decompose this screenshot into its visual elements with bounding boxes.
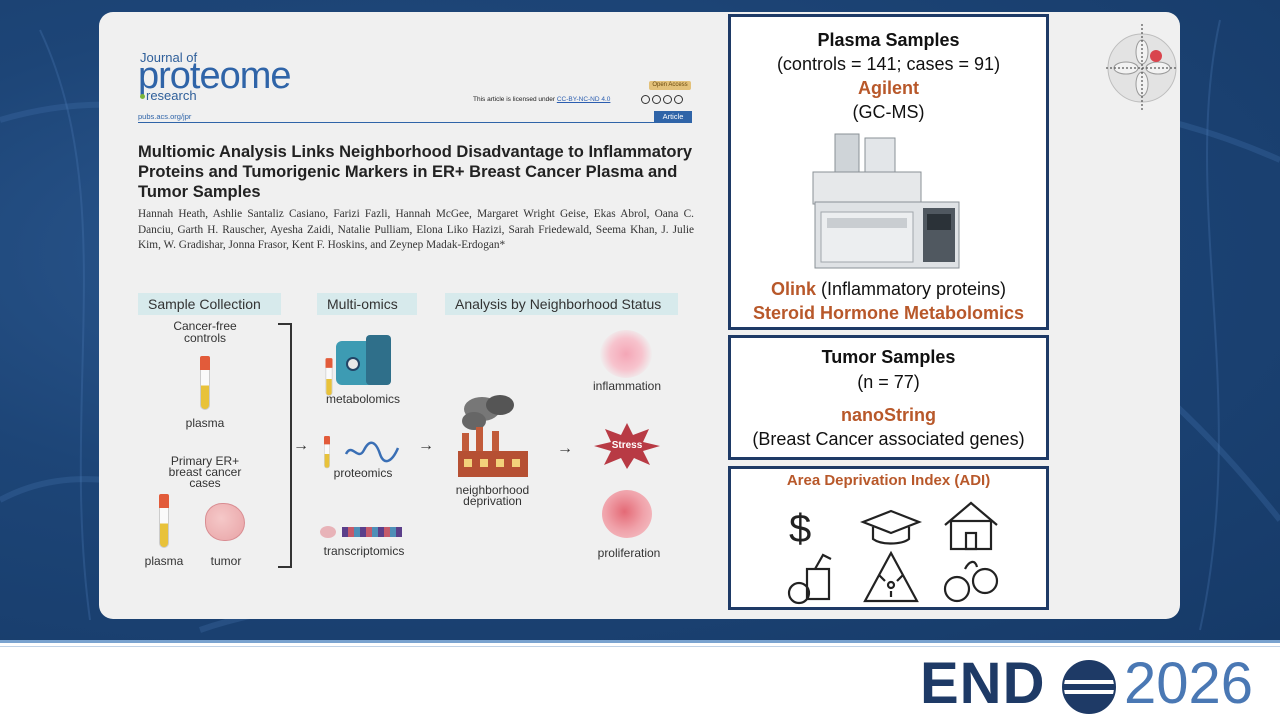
license-prefix: This article is licensed under (473, 96, 556, 103)
proliferation-icon (602, 490, 652, 538)
dna-strip-icon (342, 527, 402, 537)
license-link[interactable]: CC-BY-NC-ND 4.0 (556, 96, 611, 103)
mass-spec-icon (336, 335, 391, 387)
radiation-icon (863, 550, 919, 603)
journal-dot-icon (140, 94, 145, 100)
tumor-desc: (Breast Cancer associated genes) (752, 429, 1025, 449)
sample-bracket (278, 323, 292, 568)
by-icon (652, 95, 661, 104)
adi-title: Area Deprivation Index (ADI) (786, 472, 991, 489)
footer-rule (0, 640, 1280, 643)
handcuffs-icon (943, 560, 999, 603)
tumor-vendor: nanoString (841, 405, 936, 425)
year-text: 2026 (1124, 651, 1254, 716)
tumor-icon (205, 503, 245, 541)
gc-ms-instrument-icon (812, 133, 960, 269)
inflammation-label: inflammation (592, 379, 662, 393)
arrow-icon-3: → (557, 440, 573, 457)
paper-title: Multiomic Analysis Links Neighborhood Di… (138, 143, 693, 201)
plasma-tube-icon (200, 356, 210, 410)
header-multi-omics: Multi-omics (317, 293, 417, 315)
arrow-icon: → (293, 437, 309, 454)
proteomics-tube-icon (324, 436, 330, 469)
deprivation-label-2: deprivation (463, 494, 522, 508)
metabolomics-tube-icon (325, 358, 333, 396)
plasma-tube-icon-2 (159, 494, 169, 548)
tumor-title: Tumor Samples (821, 347, 956, 367)
plasma-counts: (controls = 141; cases = 91) (776, 54, 1001, 74)
house-icon (944, 501, 998, 551)
header-sample-collection: Sample Collection (138, 293, 281, 315)
adi-box: Area Deprivation Index (ADI) $ (728, 466, 1049, 610)
transcriptomics-label: transcriptomics (323, 544, 405, 558)
plasma-method: (GC-MS) (852, 102, 925, 122)
journal-sub: research (140, 88, 197, 103)
plasma-label: plasma (185, 416, 225, 430)
header-analysis: Analysis by Neighborhood Status (445, 293, 678, 315)
open-access-badge: Open Access (649, 81, 691, 90)
journal-url[interactable]: pubs.acs.org/jpr (138, 112, 192, 121)
olink-desc: (Inflammatory proteins) (815, 279, 1007, 299)
olink-name: Olink (770, 279, 816, 299)
stress-burst-icon (594, 423, 660, 469)
cell-icon (320, 526, 336, 538)
corner-logo-icon (1106, 24, 1178, 112)
graduation-cap-icon (859, 509, 923, 545)
deprivation-label-1: neighborhood (455, 483, 530, 497)
proliferation-label: proliferation (597, 546, 661, 560)
protein-icon (344, 441, 400, 463)
inflammation-icon (600, 330, 652, 378)
endo-logo-text: END (920, 651, 1046, 716)
plasma-samples-box: Plasma Samples (controls = 141; cases = … (728, 14, 1049, 330)
food-icon (787, 553, 832, 605)
journal-sub-text: research (146, 88, 197, 103)
tumor-label: tumor (210, 554, 242, 568)
tumor-samples-box: Tumor Samples (n = 77) nanoString (Breas… (728, 335, 1049, 460)
arrow-icon-2: → (418, 437, 434, 454)
license-text: This article is licensed under CC-BY-NC-… (473, 96, 610, 103)
steroid-metabolomics: Steroid Hormone Metabolomics (752, 303, 1025, 323)
factory-icon (458, 395, 528, 477)
tumor-count: (n = 77) (857, 372, 920, 392)
metabolomics-label: metabolomics (325, 392, 401, 406)
cc-icon (641, 95, 650, 104)
journal-url-bar: pubs.acs.org/jpr Article (138, 111, 692, 123)
adi-icon-grid: $ (787, 501, 999, 605)
footer-rule-thin (0, 646, 1280, 647)
cases-label-2: breast cancer (168, 465, 242, 479)
proteomics-label: proteomics (333, 466, 393, 480)
plasma-vendor: Agilent (858, 78, 919, 98)
olink-line: Olink (Inflammatory proteins) (731, 279, 1046, 300)
cases-label-3: cases (189, 476, 221, 490)
endo-globe-icon (1062, 660, 1116, 714)
plasma-label-2: plasma (144, 554, 184, 568)
nd-icon (674, 95, 683, 104)
paper-authors: Hannah Heath, Ashlie Santaliz Casiano, F… (138, 208, 694, 251)
nc-icon (663, 95, 672, 104)
plasma-title: Plasma Samples (817, 30, 960, 50)
stress-label: Stress (611, 440, 643, 451)
controls-label-1: Cancer-free (173, 319, 237, 333)
cases-label-1: Primary ER+ (170, 454, 240, 468)
dollar-icon: $ (789, 507, 811, 551)
controls-label-2: controls (183, 331, 227, 345)
journal-name: proteome (138, 55, 292, 97)
article-tag: Article (654, 111, 692, 123)
license-icons (641, 95, 683, 104)
journal-prefix: Journal of (140, 50, 198, 65)
